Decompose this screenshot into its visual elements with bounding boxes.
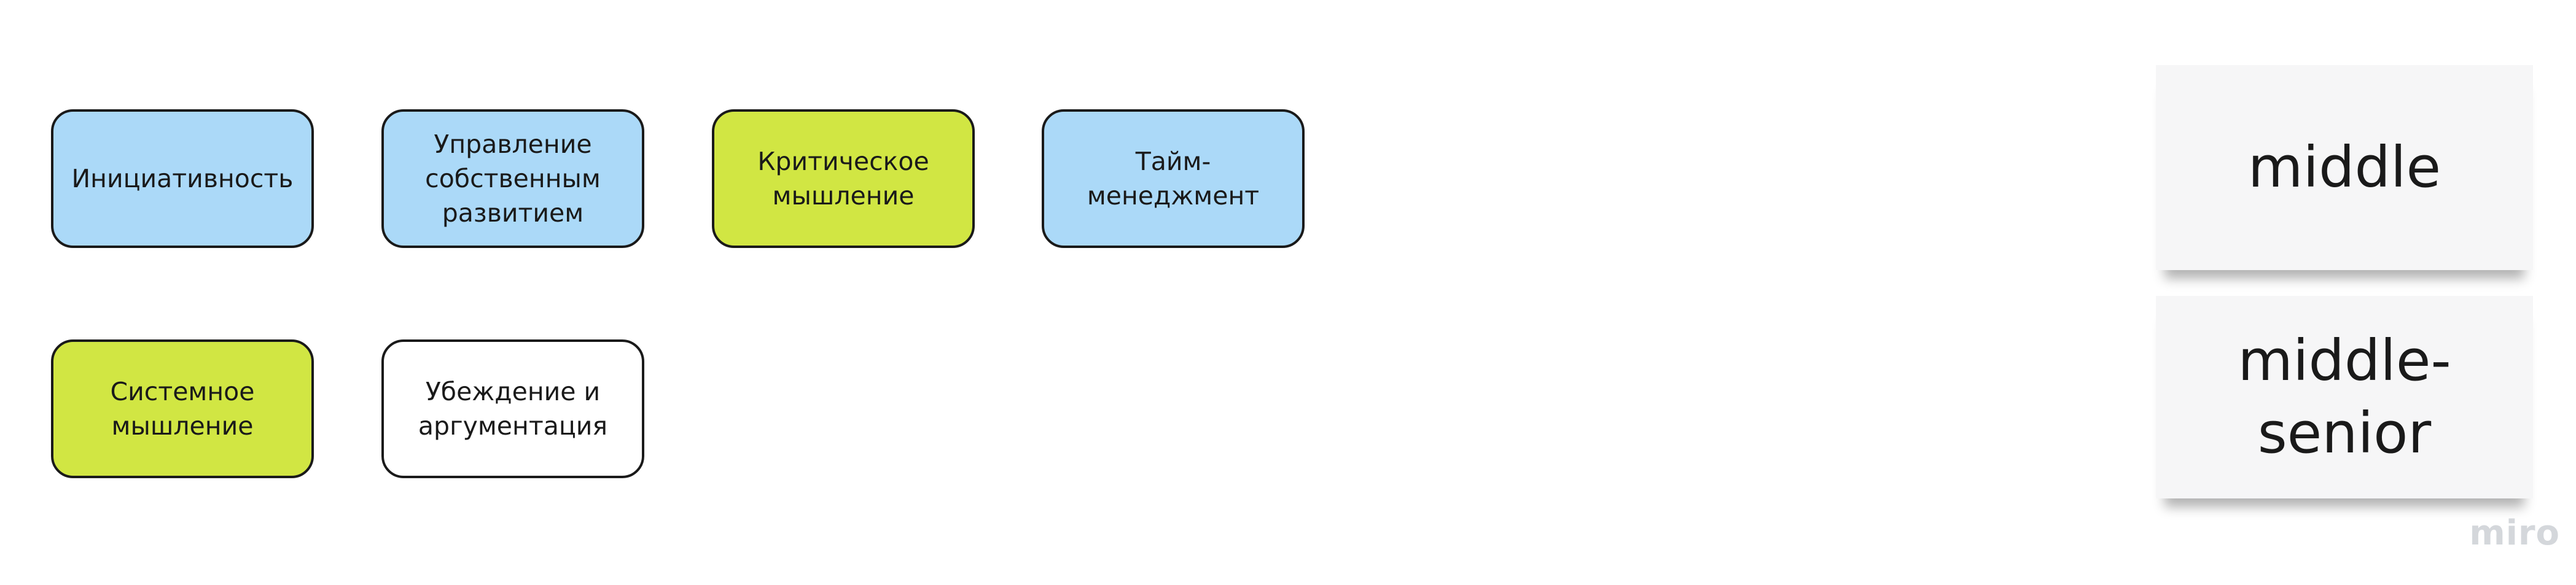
- sticky-label: middle- senior: [2238, 328, 2451, 466]
- card-critical-thinking[interactable]: Критическое мышление: [712, 109, 975, 248]
- sticky-label: middle: [2247, 134, 2441, 200]
- card-label: Системное мышление: [110, 377, 255, 441]
- card-label: Убеждение и аргументация: [418, 377, 608, 441]
- card-initiative[interactable]: Инициативность: [51, 109, 314, 248]
- card-persuasion[interactable]: Убеждение и аргументация: [381, 339, 644, 478]
- sticky-note-middle-senior[interactable]: middle- senior: [2156, 296, 2533, 498]
- miro-logo: miro: [2469, 513, 2560, 553]
- card-label: Тайм-менеджмент: [1087, 147, 1260, 211]
- card-label: Инициативность: [71, 164, 294, 193]
- card-time-management[interactable]: Тайм-менеджмент: [1042, 109, 1305, 248]
- card-system-thinking[interactable]: Системное мышление: [51, 339, 314, 478]
- card-self-development[interactable]: Управление собственным развитием: [381, 109, 644, 248]
- card-label: Управление собственным развитием: [425, 130, 601, 228]
- sticky-note-middle[interactable]: middle: [2156, 65, 2533, 270]
- card-label: Критическое мышление: [757, 147, 929, 211]
